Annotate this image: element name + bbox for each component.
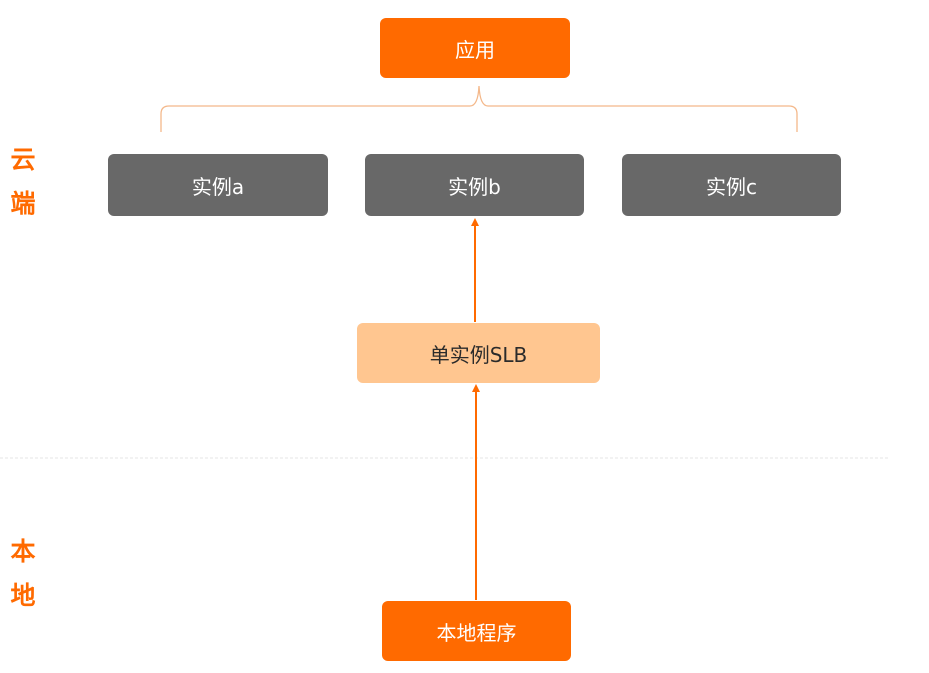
slb-node: 单实例SLB [357,323,600,383]
app-node: 应用 [380,18,570,78]
local-label-char-2: 地 [10,581,36,610]
arrowhead-icon [472,384,480,392]
local-label-char-1: 本 [10,537,36,566]
instance-c-node: 实例c [622,154,841,216]
arrowhead-icon [471,218,479,226]
cloud-region-label: 云 端 [3,138,43,226]
cloud-label-char-1: 云 [10,145,36,174]
app-instances-brace [160,85,798,132]
cloud-label-char-2: 端 [10,189,36,218]
instance-b-node: 实例b [365,154,584,216]
local-region-label: 本 地 [3,530,43,618]
local-program-node: 本地程序 [382,601,571,661]
instance-a-node: 实例a [108,154,328,216]
